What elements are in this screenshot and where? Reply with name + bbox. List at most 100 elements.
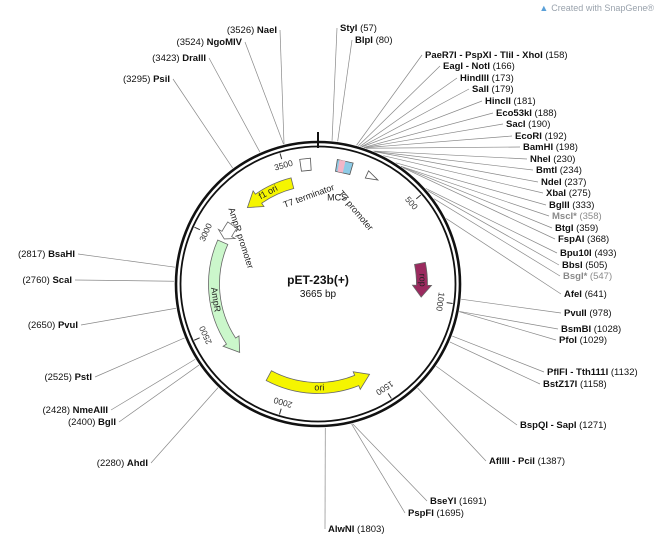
credit-text: Created with SnapGene®	[551, 3, 654, 13]
site-leader-line	[401, 166, 553, 229]
feature-shape	[265, 370, 371, 394]
site-label: PvuII (978)	[564, 308, 612, 319]
scale-tick	[193, 337, 200, 341]
scale-tick	[446, 302, 453, 304]
site-label: AlwNI (1803)	[328, 524, 385, 535]
site-leader-line	[459, 311, 557, 341]
scale-tick-label: 3000	[197, 221, 214, 243]
site-label: BglII (333)	[549, 200, 594, 211]
site-leader-line	[374, 151, 534, 171]
site-leader-line	[365, 146, 521, 149]
scale-tick-label: 2000	[272, 395, 293, 410]
site-label: (3526) NaeI	[227, 25, 277, 36]
site-label: PspFI (1695)	[408, 508, 464, 519]
site-label: (2400) BglI	[68, 417, 116, 428]
scale-tick	[387, 393, 392, 399]
site-label: SacI (190)	[506, 119, 550, 130]
feature-t7-promoter	[364, 170, 380, 181]
site-label: PfoI (1029)	[559, 335, 607, 346]
credit-line: ▲Created with SnapGene®	[539, 3, 654, 13]
feature-shape	[337, 159, 346, 173]
site-leader-line	[77, 253, 176, 268]
site-leader-line	[449, 341, 541, 385]
site-label: BseYI (1691)	[430, 496, 487, 507]
scale-tick-label: 1500	[374, 379, 396, 398]
site-label: (2428) NmeAIII	[43, 405, 108, 416]
feature-shape	[217, 221, 238, 240]
site-leader-line	[395, 162, 547, 206]
site-label: BamHI (198)	[523, 142, 578, 153]
scale-tick	[279, 408, 282, 415]
site-leader-line	[446, 218, 562, 295]
site-label: BspQI - SapI (1271)	[520, 420, 607, 431]
feature-ori: ori	[265, 370, 371, 394]
site-label: (3295) PsiI	[123, 74, 170, 85]
site-leader-line	[94, 337, 185, 378]
feature-rop: rop	[411, 261, 433, 298]
site-label: (2760) ScaI	[22, 275, 72, 286]
scale-tick-label: 1000	[434, 292, 447, 312]
site-label: HindIII (173)	[460, 73, 514, 84]
feature-shape	[364, 170, 380, 181]
site-leader-line	[118, 364, 200, 423]
site-label: NheI (230)	[530, 154, 575, 165]
site-leader-line	[331, 27, 338, 141]
site-label: BmtI (234)	[536, 165, 582, 176]
site-label: BsgI* (547)	[563, 271, 612, 282]
site-leader-line	[351, 423, 406, 514]
site-label: AfeI (641)	[564, 289, 607, 300]
site-label: (2525) PstI	[44, 372, 92, 383]
site-labels: StyI (57)BlpI (80)PaeR7I - PspXI - TliI …	[18, 23, 638, 535]
site-label: (3423) DraIII	[152, 53, 206, 64]
site-leader-line	[150, 387, 219, 464]
site-leader-line	[374, 151, 539, 183]
feature-shape	[208, 239, 241, 353]
site-label: MscI* (358)	[552, 211, 602, 222]
feature-shape	[411, 261, 433, 298]
feature-label: AmpR	[209, 287, 223, 314]
site-label: FspAI (368)	[558, 234, 609, 245]
site-leader-lines	[74, 27, 562, 530]
feature-label: ori	[314, 382, 324, 392]
site-label: SalI (179)	[472, 84, 514, 95]
scale-tick	[415, 194, 422, 200]
site-leader-line	[279, 29, 285, 145]
site-label: BlpI (80)	[355, 35, 393, 46]
site-label: (2817) BsaHI	[18, 249, 75, 260]
scale-tick	[194, 226, 201, 231]
site-leader-line	[461, 298, 562, 314]
feature-mcs	[335, 159, 354, 176]
feature-ampr-promoter	[217, 221, 238, 240]
site-leader-line	[435, 365, 518, 426]
site-leader-line	[208, 57, 261, 153]
site-label: StyI (57)	[340, 23, 377, 34]
feature-label: MCS	[327, 192, 347, 202]
site-leader-line	[425, 188, 558, 254]
site-leader-line	[364, 123, 504, 148]
site-label: BstZ17I (1158)	[543, 379, 607, 390]
site-leader-line	[400, 165, 550, 217]
site-leader-line	[172, 78, 233, 169]
site-leader-line	[80, 307, 177, 326]
site-label: (2650) PvuI	[28, 320, 78, 331]
scale-tick-label: 500	[403, 194, 420, 211]
site-leader-line	[352, 423, 428, 502]
feature-shape	[299, 157, 312, 172]
feature-label: rop	[417, 274, 427, 287]
site-label: BsmBI (1028)	[561, 324, 621, 335]
site-label: NdeI (237)	[541, 177, 586, 188]
site-leader-line	[373, 150, 528, 160]
site-leader-line	[459, 311, 559, 330]
site-label: (2280) AhdI	[97, 458, 148, 469]
backbone	[174, 132, 462, 428]
feature-t7-terminator	[299, 157, 312, 172]
site-label: HincII (181)	[485, 96, 536, 107]
site-leader-line	[361, 88, 470, 148]
scale-tick	[279, 153, 283, 160]
site-leader-line	[452, 335, 545, 373]
site-leader-line	[337, 39, 353, 142]
feature-label: T7 promoter	[336, 189, 375, 233]
site-leader-line	[74, 279, 175, 282]
site-leader-line	[417, 387, 487, 462]
